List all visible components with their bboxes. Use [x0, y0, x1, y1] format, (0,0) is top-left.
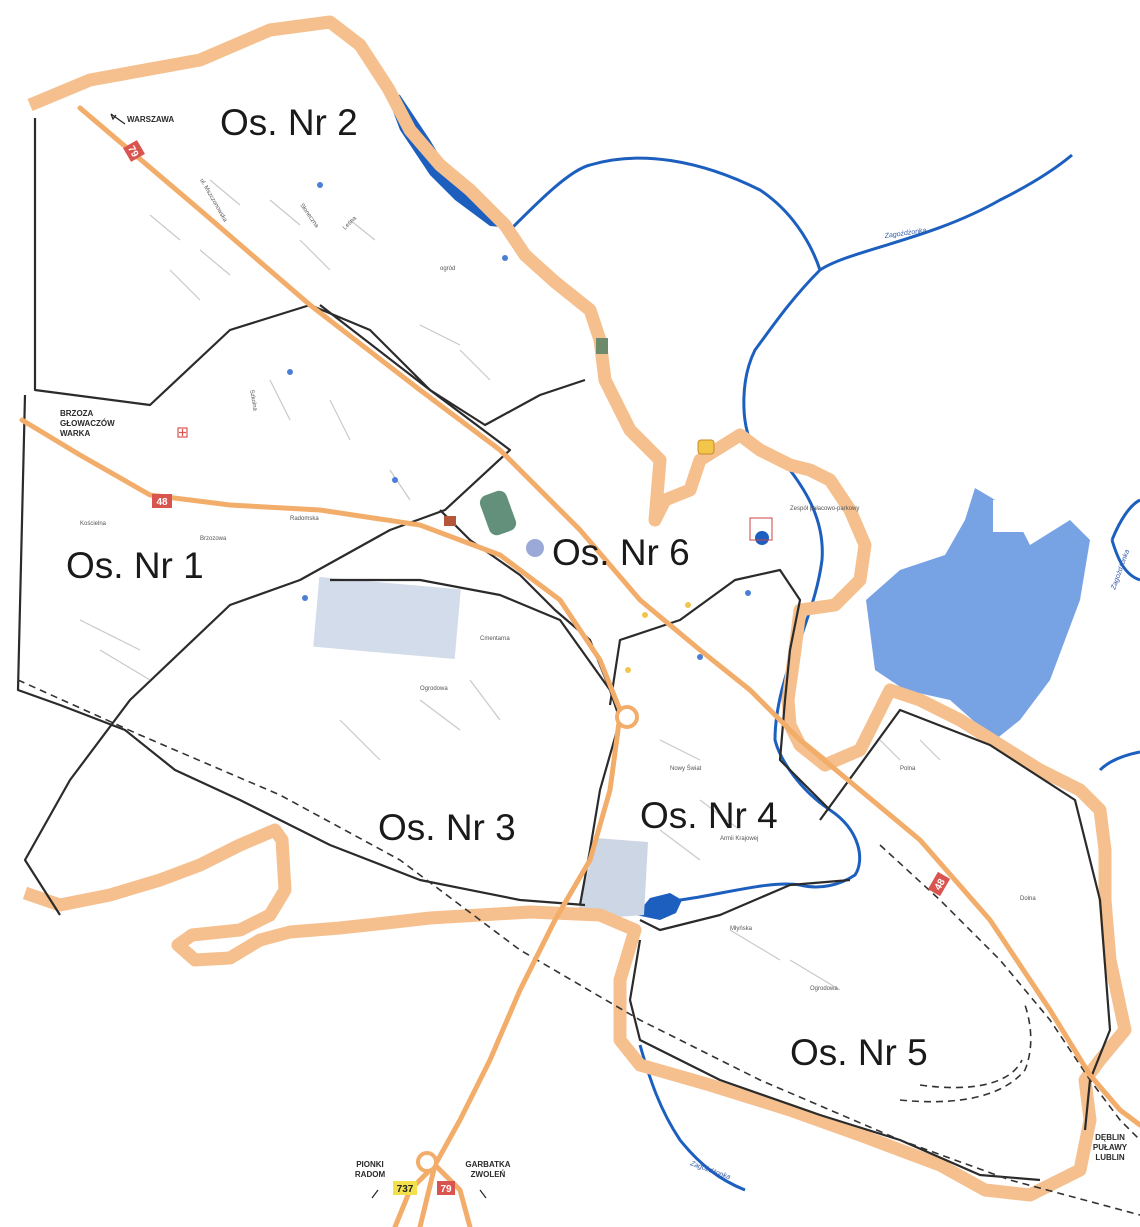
- svg-text:79: 79: [440, 1184, 452, 1195]
- svg-text:GARBATKA: GARBATKA: [465, 1160, 510, 1169]
- svg-text:ogród: ogród: [440, 266, 455, 272]
- pond-south: [636, 893, 682, 920]
- direction-south-right: GARBATKA ZWOLEŃ: [465, 1160, 511, 1199]
- roundabout-south: [416, 1151, 438, 1173]
- svg-text:Armii Krajowej: Armii Krajowej: [720, 836, 758, 842]
- svg-text:PIONKI: PIONKI: [356, 1160, 384, 1169]
- svg-text:Brzozowa: Brzozowa: [200, 536, 227, 542]
- landmark-palace-label: Zespół pałacowo-parkowy: [790, 506, 859, 512]
- svg-text:737: 737: [397, 1184, 414, 1195]
- direction-warszawa: WARSZAWA: [110, 113, 174, 125]
- district-label-nr4: Os. Nr 4: [640, 795, 778, 836]
- district-lines: [16, 118, 1112, 1182]
- lake: [866, 488, 1090, 740]
- svg-text:BRZOZA: BRZOZA: [60, 409, 94, 418]
- district-label-nr5: Os. Nr 5: [790, 1032, 928, 1073]
- svg-text:DĘBLIN: DĘBLIN: [1095, 1133, 1125, 1142]
- svg-text:Leśna: Leśna: [342, 215, 358, 231]
- svg-text:Kościelna: Kościelna: [80, 521, 107, 527]
- direction-west: BRZOZA GŁOWACZÓW WARKA: [60, 409, 115, 438]
- svg-text:Radomska: Radomska: [290, 516, 319, 522]
- svg-text:Młyńska: Młyńska: [730, 926, 753, 932]
- svg-text:WARKA: WARKA: [60, 429, 90, 438]
- svg-text:Polna: Polna: [900, 766, 916, 772]
- svg-text:Słoneczna: Słoneczna: [298, 203, 319, 230]
- poi-markers: [177, 182, 773, 673]
- district-label-nr2: Os. Nr 2: [220, 102, 358, 143]
- park-zone-1: [313, 576, 461, 660]
- river-label-south: Zagożdżonka: [688, 1160, 731, 1181]
- svg-text:Szkolna: Szkolna: [248, 389, 258, 412]
- district-label-nr3: Os. Nr 3: [378, 807, 516, 848]
- road-shield-48-west: 48: [152, 494, 172, 508]
- railway: [17, 679, 1140, 1216]
- svg-text:ZWOLEŃ: ZWOLEŃ: [471, 1170, 506, 1179]
- road-shield-79-top: 79: [123, 140, 145, 162]
- river-north-reservoir: [385, 90, 512, 228]
- road-shield-48-east: 48: [927, 871, 951, 897]
- direction-south-left: PIONKI RADOM: [355, 1160, 386, 1199]
- pond-center: [526, 539, 544, 557]
- park-zone-2: [576, 838, 648, 920]
- road-shield-79-south: 79: [437, 1181, 455, 1195]
- svg-text:Nowy Świat: Nowy Świat: [670, 764, 702, 772]
- svg-text:LUBLIN: LUBLIN: [1095, 1153, 1125, 1162]
- roundabout-center: [615, 705, 639, 729]
- svg-text:48: 48: [933, 877, 948, 893]
- direction-southeast: DĘBLIN PUŁAWY LUBLIN: [1093, 1133, 1128, 1162]
- district-label-nr1: Os. Nr 1: [66, 545, 204, 586]
- svg-text:GŁOWACZÓW: GŁOWACZÓW: [60, 419, 115, 428]
- svg-text:Ogrodowa: Ogrodowa: [810, 986, 838, 992]
- svg-text:ul. Mszczonowska: ul. Mszczonowska: [198, 178, 228, 224]
- svg-text:Dolna: Dolna: [1020, 896, 1036, 902]
- minor-streets: [79, 179, 941, 991]
- road-shield-737: 737: [393, 1181, 417, 1195]
- district-label-nr6: Os. Nr 6: [552, 532, 690, 573]
- svg-text:RADOM: RADOM: [355, 1170, 386, 1179]
- svg-text:Ogrodowa: Ogrodowa: [420, 686, 448, 692]
- svg-text:PUŁAWY: PUŁAWY: [1093, 1143, 1128, 1152]
- svg-text:48: 48: [156, 497, 168, 508]
- lake-inlet: [993, 500, 1025, 532]
- svg-text:79: 79: [125, 144, 140, 160]
- svg-text:Cmentarna: Cmentarna: [480, 636, 510, 642]
- svg-text:WARSZAWA: WARSZAWA: [127, 115, 174, 124]
- river-label-east: Zagożdżonka: [1110, 549, 1131, 592]
